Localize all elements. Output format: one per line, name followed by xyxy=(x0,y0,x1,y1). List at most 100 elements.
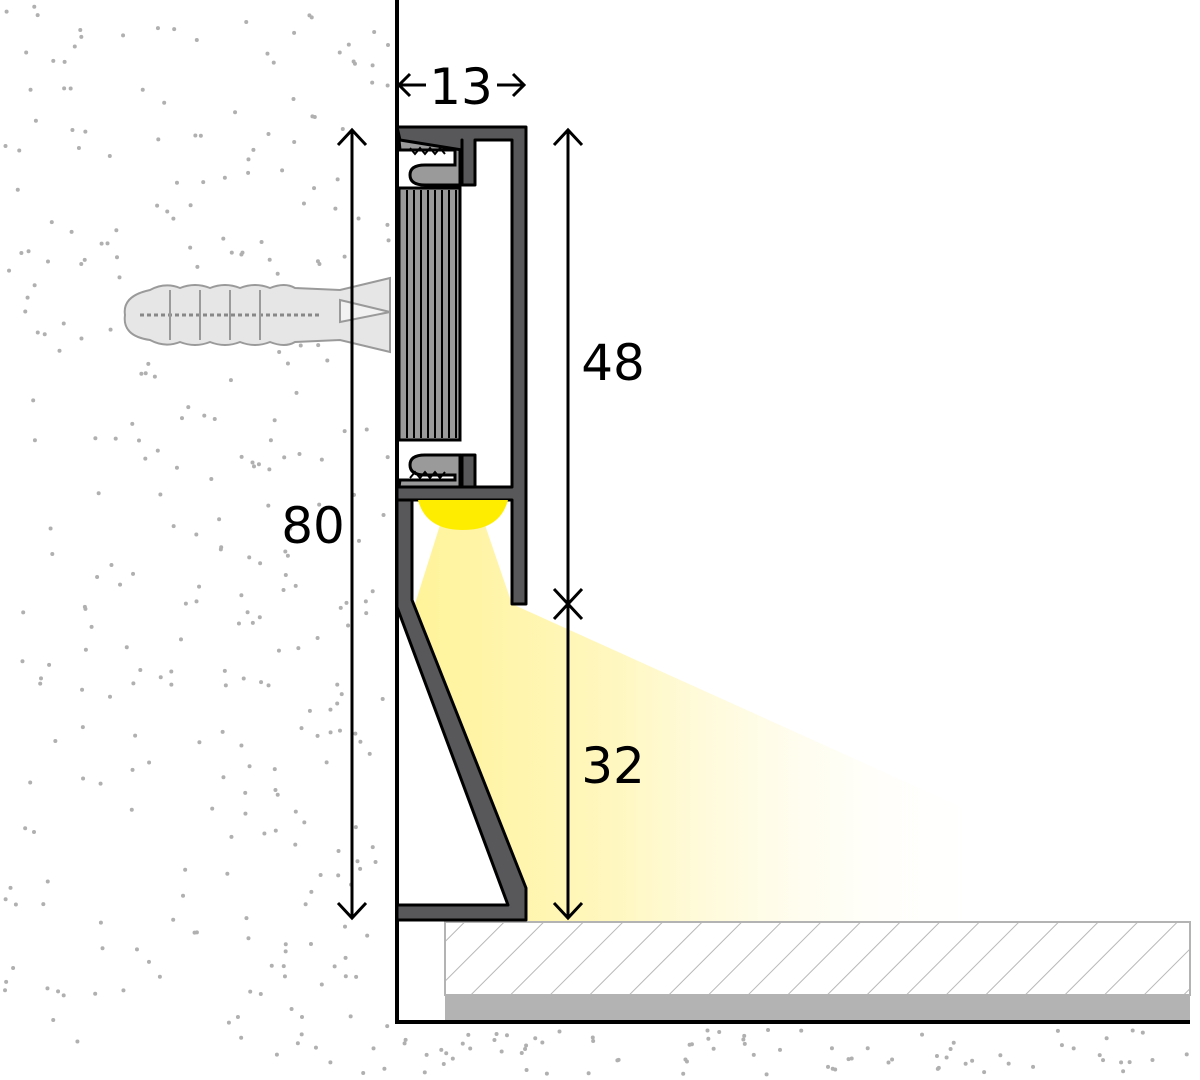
wall-dot xyxy=(381,513,386,518)
wall-dot xyxy=(764,1072,769,1077)
wall-dot xyxy=(717,1030,722,1035)
wall-dot xyxy=(239,454,244,459)
wall-dot xyxy=(886,1060,891,1065)
wall-dot xyxy=(297,451,302,456)
wall-dot xyxy=(343,974,348,979)
wall-dot xyxy=(336,873,341,878)
wall-dot xyxy=(293,583,298,588)
wall-dot xyxy=(444,1051,449,1056)
wall-dot xyxy=(21,610,26,615)
wall-dot xyxy=(340,127,345,132)
wall-dot xyxy=(328,707,333,712)
wall-dot xyxy=(136,438,141,443)
wall-dot xyxy=(155,203,160,208)
wall-dot xyxy=(158,492,163,497)
wall-dot xyxy=(299,726,304,731)
wall-dot xyxy=(344,600,349,605)
wall-dot xyxy=(319,982,324,987)
wall-dot xyxy=(267,257,272,262)
wall-dot xyxy=(684,1059,689,1064)
wall-dot xyxy=(283,942,288,947)
light-beam xyxy=(415,525,990,921)
wall-dot xyxy=(105,241,110,246)
wall-dot xyxy=(80,687,85,692)
wall-dot xyxy=(335,177,340,182)
wall-dot xyxy=(1119,1060,1124,1065)
wall-dot xyxy=(174,465,179,470)
wall-dot xyxy=(262,831,267,836)
wall-dot xyxy=(935,1066,940,1071)
wall-dot xyxy=(131,681,136,686)
wall-dot xyxy=(291,97,296,102)
wall-dot xyxy=(271,60,276,65)
wall-dot xyxy=(181,893,186,898)
wall-dot xyxy=(241,676,246,681)
wall-dot xyxy=(273,788,278,793)
wall-dot xyxy=(53,739,58,744)
wall-dot xyxy=(79,34,84,39)
wall-dot xyxy=(257,615,262,620)
wall-dot xyxy=(225,871,230,876)
wall-dot xyxy=(364,611,369,616)
wall-dot xyxy=(93,436,98,441)
wall-dot xyxy=(292,30,297,35)
wall-dot xyxy=(285,553,290,558)
wall-dot xyxy=(293,842,298,847)
wall-dot xyxy=(1130,1028,1135,1033)
wall-dot xyxy=(346,42,351,47)
wall-dot xyxy=(706,1036,711,1041)
wall-dot xyxy=(385,222,390,227)
wall-dot xyxy=(998,1053,1003,1058)
wall-dot xyxy=(267,467,272,472)
wall-dot xyxy=(146,959,151,964)
wall-dot xyxy=(351,59,356,64)
wall-dot xyxy=(79,261,84,266)
wall-dot xyxy=(382,1066,387,1071)
wall-dot xyxy=(422,1070,427,1075)
wall-dot xyxy=(96,491,101,496)
wall-dot xyxy=(169,669,174,674)
wall-dot xyxy=(295,1041,300,1046)
wall-dot xyxy=(1121,1069,1126,1074)
wall-dot xyxy=(217,517,222,522)
wall-dot xyxy=(342,429,347,434)
wall-dot xyxy=(171,524,176,529)
wall-dot xyxy=(147,760,152,765)
wall-dot xyxy=(1006,1061,1011,1066)
wall-dot xyxy=(309,889,314,894)
wall-dot xyxy=(292,140,297,145)
led-strip xyxy=(418,500,508,530)
wall-dot xyxy=(49,220,54,225)
wall-dot xyxy=(165,209,170,214)
wall-dot xyxy=(616,1057,621,1062)
wall-dot xyxy=(243,811,248,816)
wall-dot xyxy=(162,100,167,105)
wall-dot xyxy=(890,1057,895,1062)
wall-dot xyxy=(188,203,193,208)
wall-dot xyxy=(944,1055,949,1060)
wall-dot xyxy=(277,350,282,355)
wall-dot xyxy=(28,780,33,785)
wall-dot xyxy=(121,988,126,993)
wall-dot xyxy=(23,309,28,314)
concrete-wall-texture xyxy=(3,4,1189,1077)
wall-dot xyxy=(89,624,94,629)
wall-dot xyxy=(307,708,312,713)
wall-dot xyxy=(117,275,122,280)
wall-dot xyxy=(198,133,203,138)
wall-dot xyxy=(504,1033,509,1038)
wall-dot xyxy=(439,1047,444,1052)
wall-dot xyxy=(20,659,25,664)
wall-dot xyxy=(687,1042,692,1047)
wall-dot xyxy=(172,27,177,32)
dimension-lines xyxy=(336,72,584,921)
wall-dot xyxy=(32,4,37,9)
wall-dot xyxy=(1031,1064,1036,1069)
wall-dot xyxy=(1101,1058,1106,1063)
wall-dot xyxy=(282,974,287,979)
wall-dot xyxy=(280,168,285,173)
wall-dot xyxy=(450,1056,455,1061)
wall-dot xyxy=(259,680,264,685)
wall-dot xyxy=(299,1032,304,1037)
